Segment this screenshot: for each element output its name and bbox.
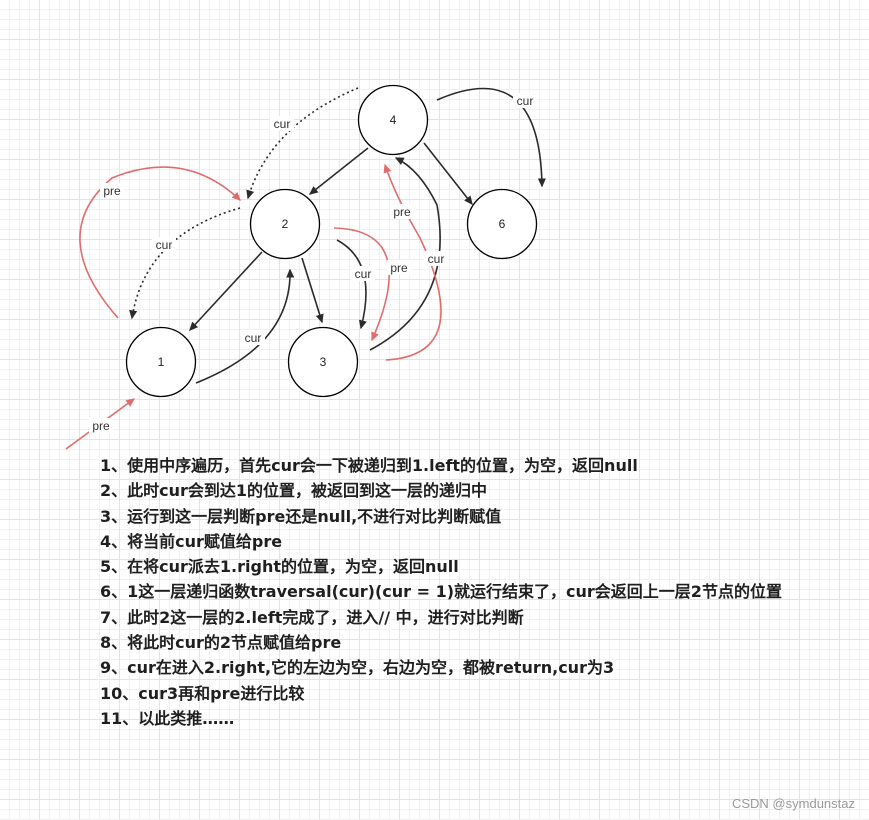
step-item: 11、以此类推…… (100, 708, 235, 728)
step-item: 8、将此时cur的2节点赋值给pre (100, 633, 342, 653)
label-cur-2-to-1-dotted: cur (152, 237, 176, 252)
step-item: 9、cur在进入2.right,它的左边为空，右边为空，都被return,cur… (100, 658, 615, 678)
tree-nodes: 4 2 6 1 3 (125, 84, 538, 398)
edge-4-to-6 (423, 142, 473, 206)
tree-node-4: 4 (357, 84, 429, 156)
dotted-cur-4-to-2 (246, 87, 359, 200)
pre-arrows (65, 163, 442, 450)
edge-2-to-3 (301, 257, 324, 324)
dotted-cur-arrows (129, 87, 359, 320)
label-cur-4-to-2-dotted: cur (270, 116, 294, 131)
csdn-watermark: CSDN @symdunstaz (731, 796, 855, 811)
svg-text:1: 1 (158, 355, 165, 369)
svg-text:pre: pre (103, 184, 121, 198)
svg-text:4: 4 (390, 113, 397, 127)
svg-text:pre: pre (393, 205, 411, 219)
tree-node-3: 3 (287, 326, 359, 398)
label-cur-2-to-3: cur (351, 266, 375, 281)
svg-text:cur: cur (245, 331, 262, 345)
edge-2-to-1 (189, 251, 263, 331)
edge-4-to-2 (308, 147, 369, 195)
cur-arrow-1-to-2 (195, 268, 295, 384)
label-pre-start: pre (89, 418, 113, 433)
cur-arrow-2-to-3 (336, 239, 367, 330)
svg-text:pre: pre (92, 419, 110, 433)
label-pre-1-to-2: pre (100, 183, 124, 198)
tree-node-2: 2 (249, 188, 321, 260)
binary-tree-diagram: cur cur pre cur cur pre pre cur (65, 84, 546, 450)
pre-arrow-1-to-2 (79, 166, 241, 319)
label-cur-4-to-6: cur (513, 93, 537, 108)
tree-node-6: 6 (466, 188, 538, 260)
svg-text:cur: cur (428, 252, 445, 266)
svg-text:cur: cur (156, 238, 173, 252)
step-item: 1、使用中序遍历，首先cur会一下被递归到1.left的位置，为空，返回null (100, 456, 638, 475)
tree-node-1: 1 (125, 326, 197, 398)
svg-text:6: 6 (499, 217, 506, 231)
explanation-steps: 1、使用中序遍历，首先cur会一下被递归到1.left的位置，为空，返回null… (100, 453, 840, 731)
label-pre-2-to-3: pre (387, 260, 411, 275)
label-pre-3-to-4: pre (390, 204, 414, 219)
cur-arrow-3-to-4 (369, 157, 441, 351)
svg-text:cur: cur (355, 267, 372, 281)
svg-text:pre: pre (390, 261, 408, 275)
tree-edges (189, 142, 473, 331)
svg-text:2: 2 (282, 217, 289, 231)
label-cur-1-to-2: cur (241, 330, 265, 345)
step-item: 10、cur3再和pre进行比较 (100, 683, 305, 703)
pre-arrow-2-to-3 (333, 227, 390, 342)
dotted-cur-2-to-1 (129, 207, 241, 320)
svg-text:cur: cur (517, 94, 534, 108)
label-cur-3-to-4: cur (424, 251, 448, 266)
step-item: 5、在将cur派去1.right的位置，为空，返回null (100, 557, 459, 577)
step-item: 2、此时cur会到达1的位置，被返回到这一层的递归中 (100, 481, 488, 501)
step-item: 6、1这一层递归函数traversal(cur)(cur = 1)就运行结束了，… (100, 582, 782, 602)
edge-labels: cur cur pre cur cur pre pre cur (89, 93, 537, 433)
step-item: 3、运行到这一层判断pre还是null,不进行对比判断赋值 (100, 506, 502, 526)
svg-text:cur: cur (274, 117, 291, 131)
svg-text:3: 3 (320, 355, 327, 369)
step-item: 4、将当前cur赋值给pre (100, 531, 283, 551)
step-item: 7、此时2这一层的2.left完成了，进入// 中，进行对比判断 (100, 607, 524, 627)
